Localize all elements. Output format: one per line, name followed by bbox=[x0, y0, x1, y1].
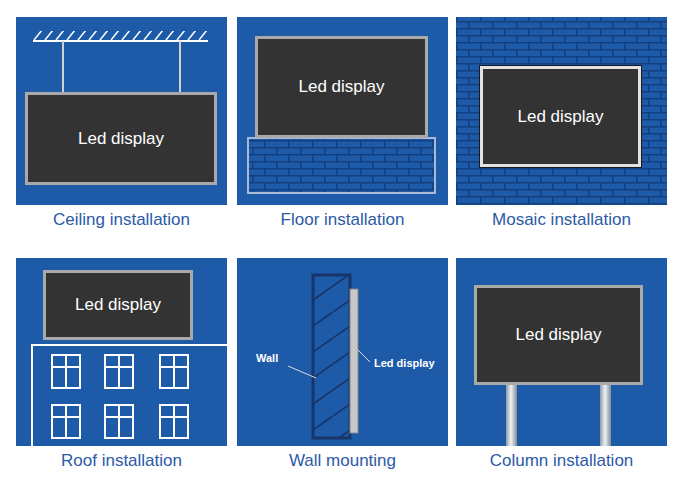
panel-ground bbox=[16, 17, 227, 205]
led-display-box: Led display bbox=[480, 66, 641, 167]
installation-panel: Floor installationLed display bbox=[237, 17, 448, 205]
brick-wall bbox=[456, 17, 667, 205]
panel-ground bbox=[237, 17, 448, 205]
installation-panel: Mosaic installationLed display bbox=[456, 17, 667, 205]
installation-panel: Ceiling installationLed display bbox=[16, 17, 227, 205]
display-label: Led display bbox=[517, 107, 603, 127]
building bbox=[32, 345, 227, 446]
callout-label: Wall bbox=[256, 352, 278, 364]
panel-ground bbox=[237, 258, 448, 446]
wall-mount bbox=[288, 275, 370, 438]
brick-base bbox=[248, 138, 435, 193]
display-label: Led display bbox=[75, 295, 161, 315]
led-display-box: Led display bbox=[255, 36, 428, 138]
panels bbox=[16, 17, 667, 446]
panel-ground bbox=[456, 258, 667, 446]
panel-caption: Ceiling installation bbox=[6, 210, 237, 230]
panel-caption: Column installation bbox=[446, 451, 677, 471]
led-display-box: Led display bbox=[25, 92, 217, 185]
display-label: Led display bbox=[298, 77, 384, 97]
panel-caption: Mosaic installation bbox=[446, 210, 677, 230]
led-display-box: Led display bbox=[43, 270, 193, 340]
ceiling bbox=[33, 31, 208, 93]
column-posts bbox=[506, 385, 611, 446]
led-display-box: Led display bbox=[474, 285, 643, 385]
panel-caption: Floor installation bbox=[227, 210, 458, 230]
panel-ground bbox=[16, 258, 227, 446]
panel-caption: Roof installation bbox=[6, 451, 237, 471]
installation-panel: Roof installationLed display bbox=[16, 258, 227, 446]
display-label: Led display bbox=[515, 325, 601, 345]
installation-panel: Column installationLed display bbox=[456, 258, 667, 446]
callout-label: Led display bbox=[374, 357, 435, 369]
panel-caption: Wall mounting bbox=[227, 451, 458, 471]
display-label: Led display bbox=[78, 129, 164, 149]
